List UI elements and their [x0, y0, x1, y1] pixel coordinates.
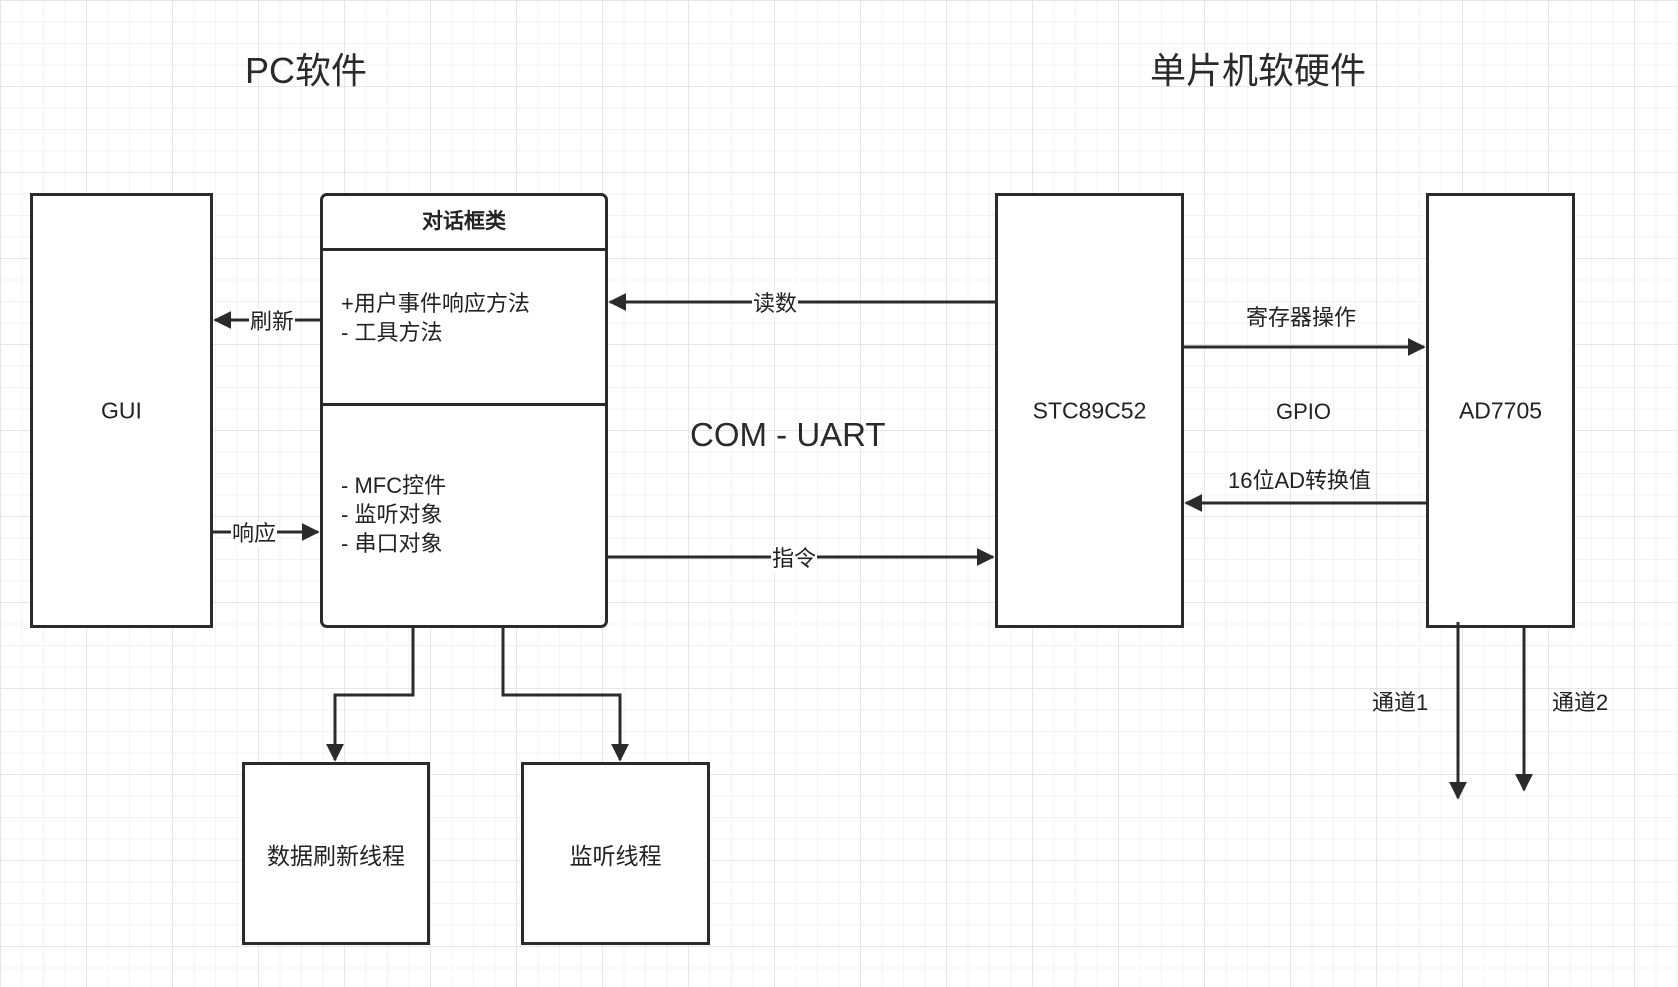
respond-label: 响应	[231, 521, 278, 547]
ad7705-label: AD7705	[1458, 397, 1543, 423]
data-refresh-thread-label: 数据刷新线程	[267, 842, 405, 869]
ad-value-label: 16位AD转换值	[1228, 468, 1372, 493]
data-refresh-thread-box: 数据刷新线程	[242, 762, 430, 945]
stc89c52-label: STC89C52	[1032, 397, 1147, 423]
register-op-label: 寄存器操作	[1246, 305, 1357, 330]
command-label: 指令	[771, 546, 818, 572]
dialog-class-box: 对话框类 +用户事件响应方法 - 工具方法 - MFC控件 - 监听对象 - 串…	[320, 193, 608, 628]
stc89c52-box: STC89C52	[995, 193, 1184, 628]
method-line-2: - 工具方法	[341, 320, 443, 345]
member-line-1: - MFC控件	[341, 473, 447, 498]
to-refresh-thread-arrow	[326, 628, 415, 762]
refresh-label: 刷新	[249, 309, 296, 335]
listener-thread-label: 监听线程	[569, 842, 662, 869]
ad7705-box: AD7705	[1426, 193, 1575, 628]
read-label: 读数	[752, 291, 799, 317]
dialog-class-methods: +用户事件响应方法 - 工具方法	[323, 251, 605, 406]
com-uart-label: COM - UART	[690, 416, 886, 453]
gui-label: GUI	[101, 397, 142, 423]
channel2-label: 通道2	[1552, 690, 1609, 715]
method-line-1: +用户事件响应方法	[341, 291, 530, 316]
member-line-2: - 监听对象	[341, 502, 443, 527]
to-listener-thread-arrow	[501, 628, 629, 762]
pc-software-heading: PC软件	[245, 50, 368, 91]
channel1-label: 通道1	[1372, 690, 1429, 715]
dialog-class-members: - MFC控件 - 监听对象 - 串口对象	[323, 406, 605, 625]
mcu-heading: 单片机软硬件	[1150, 50, 1367, 91]
gpio-label: GPIO	[1276, 399, 1332, 424]
listener-thread-box: 监听线程	[521, 762, 710, 945]
dialog-class-title: 对话框类	[323, 196, 605, 251]
member-line-3: - 串口对象	[341, 531, 443, 556]
gui-box: GUI	[30, 193, 213, 628]
